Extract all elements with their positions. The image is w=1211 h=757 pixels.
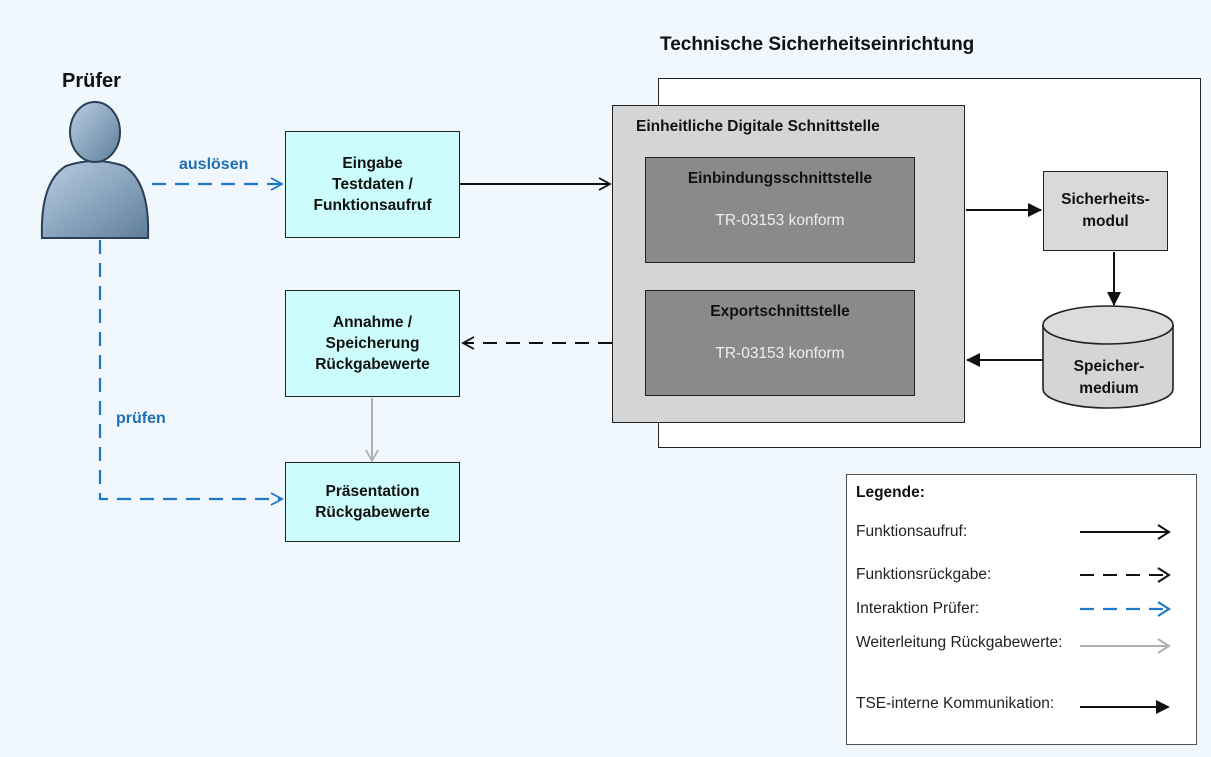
export-interface-title: Exportschnittstelle xyxy=(710,303,850,320)
integration-interface-subtitle: TR-03153 konform xyxy=(715,212,845,229)
legend-arrow-dashed xyxy=(1080,567,1171,583)
box-line: Speicher- xyxy=(1073,358,1145,375)
integration-interface-box: Einbindungsschnittstelle TR-03153 konfor… xyxy=(645,157,915,263)
edge-check xyxy=(98,240,284,506)
box-line: Eingabe xyxy=(342,155,403,172)
box-line: Sicherheits- xyxy=(1061,191,1150,208)
box-line: Funktionsaufruf xyxy=(313,197,432,214)
box-line: Rückgabewerte xyxy=(315,356,430,373)
box-input-testdata: Eingabe Testdaten / Funktionsaufruf xyxy=(285,131,460,238)
legend-title: Legende: xyxy=(856,484,925,501)
box-line: Testdaten / xyxy=(332,176,413,193)
legend-arrow-gray xyxy=(1080,638,1171,654)
actor-label: Prüfer xyxy=(62,70,121,92)
export-interface-box: Exportschnittstelle TR-03153 konform xyxy=(645,290,915,396)
box-line: Rückgabewerte xyxy=(315,504,430,521)
legend-item-label: TSE-interne Kommunikation: xyxy=(856,695,1055,712)
box-presentation: Präsentation Rückgabewerte xyxy=(285,462,460,542)
box-line: Speicherung xyxy=(325,335,420,352)
legend-item-label: Weiterleitung Rückgabewerte: xyxy=(856,634,1063,651)
box-line: medium xyxy=(1079,380,1139,397)
box-receive-store: Annahme / Speicherung Rückgabewerte xyxy=(285,290,460,397)
legend-arrow-solid xyxy=(1080,524,1171,540)
export-interface-subtitle: TR-03153 konform xyxy=(715,345,845,362)
unified-interface-title: Einheitliche Digitale Schnittstelle xyxy=(636,118,880,135)
legend-item-label: Interaktion Prüfer: xyxy=(856,600,980,617)
security-module-box: Sicherheits- modul xyxy=(1043,171,1168,251)
edge-label-trigger: auslösen xyxy=(179,156,249,173)
box-line: modul xyxy=(1082,213,1129,230)
legend-item-label: Funktionsaufruf: xyxy=(856,523,968,540)
storage-medium-label: Speicher- medium xyxy=(1045,356,1173,400)
edge-label-check: prüfen xyxy=(116,410,166,427)
legend-item-label: Funktionsrückgabe: xyxy=(856,566,992,583)
database-icon xyxy=(1042,305,1174,409)
user-icon xyxy=(40,101,150,239)
legend-arrow-filled xyxy=(1080,700,1170,714)
box-line: Präsentation xyxy=(325,483,420,500)
integration-interface-title: Einbindungsschnittstelle xyxy=(687,170,873,187)
diagram-title: Technische Sicherheitseinrichtung xyxy=(660,34,975,55)
box-line: Annahme / xyxy=(332,314,413,331)
legend-arrow-blue-dashed xyxy=(1080,601,1172,617)
